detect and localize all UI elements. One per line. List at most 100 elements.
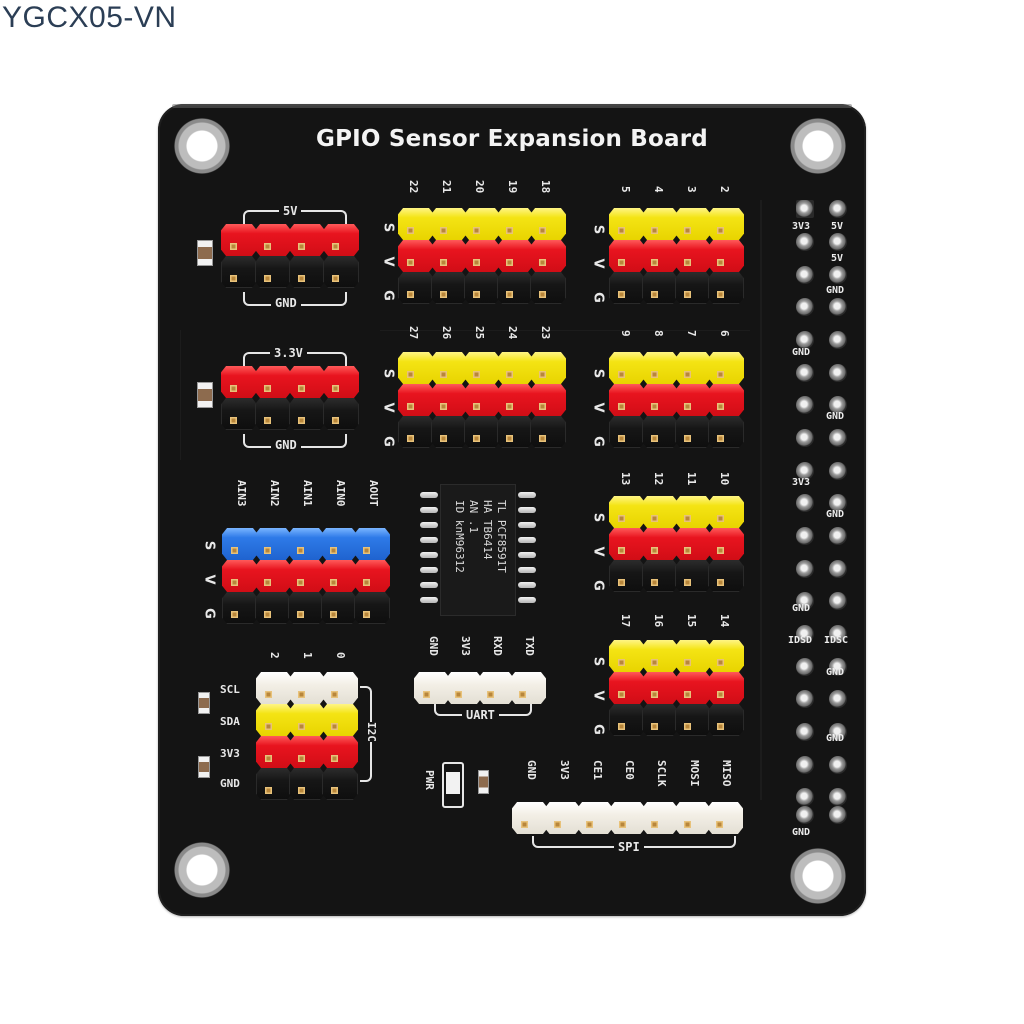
pin-gnd[interactable] — [609, 416, 645, 448]
pin-vcc[interactable] — [642, 672, 678, 704]
pin-sda[interactable] — [289, 704, 325, 736]
pin-vcc[interactable] — [497, 240, 533, 272]
gpio-hole[interactable] — [829, 592, 847, 610]
header-9-6[interactable] — [609, 352, 744, 448]
pin-gnd[interactable] — [256, 768, 292, 800]
pin-gnd[interactable] — [708, 416, 744, 448]
pin-gnd[interactable] — [222, 592, 258, 624]
pin-gnd[interactable] — [642, 560, 678, 592]
pin-signal[interactable] — [609, 496, 645, 528]
pin-signal[interactable] — [708, 640, 744, 672]
pin-vcc[interactable] — [708, 672, 744, 704]
pin-3v3[interactable] — [289, 736, 325, 768]
gpio-hole[interactable] — [829, 429, 847, 447]
pin-uart-rxd[interactable] — [478, 672, 514, 704]
pin-signal[interactable] — [497, 352, 533, 384]
pin-signal[interactable] — [497, 208, 533, 240]
gpio-hole[interactable] — [796, 527, 814, 545]
pin-vcc[interactable] — [398, 240, 434, 272]
pin-gnd[interactable] — [609, 272, 645, 304]
gpio-hole[interactable] — [829, 298, 847, 316]
gpio-hole[interactable] — [829, 690, 847, 708]
gpio-hole[interactable] — [796, 723, 814, 741]
pin-gnd[interactable] — [354, 592, 390, 624]
pin-spi-ce0[interactable] — [609, 802, 646, 834]
pin-signal[interactable] — [708, 496, 744, 528]
header-5v[interactable] — [221, 224, 359, 288]
pin-5v[interactable] — [255, 224, 291, 256]
pin-gnd[interactable] — [321, 592, 357, 624]
pin-spi-mosi[interactable] — [674, 802, 711, 834]
gpio-hole[interactable] — [829, 266, 847, 284]
pin-sda[interactable] — [256, 704, 292, 736]
pin-vcc[interactable] — [609, 384, 645, 416]
pin-signal[interactable] — [530, 208, 566, 240]
pin-gnd[interactable] — [675, 560, 711, 592]
gpio-hole[interactable] — [796, 233, 814, 251]
pin-vcc[interactable] — [431, 384, 467, 416]
pin-vcc[interactable] — [321, 560, 357, 592]
pin-gnd[interactable] — [464, 272, 500, 304]
header-analog[interactable] — [222, 528, 390, 624]
pin-signal[interactable] — [642, 208, 678, 240]
gpio-hole[interactable] — [829, 364, 847, 382]
pin-gnd[interactable] — [708, 704, 744, 736]
pin-scl[interactable] — [256, 672, 292, 704]
pin-signal[interactable] — [609, 208, 645, 240]
pin-vcc[interactable] — [708, 528, 744, 560]
pin-3v3[interactable] — [255, 366, 291, 398]
pin-gnd[interactable] — [530, 272, 566, 304]
pin-signal[interactable] — [464, 208, 500, 240]
gpio-hole[interactable] — [829, 494, 847, 512]
pin-scl[interactable] — [289, 672, 325, 704]
header-27-23[interactable] — [398, 352, 566, 448]
header-uart[interactable] — [414, 672, 546, 704]
gpio-hole[interactable] — [829, 788, 847, 806]
pin-vcc[interactable] — [642, 240, 678, 272]
pin-gnd[interactable] — [642, 416, 678, 448]
pin-analog[interactable] — [222, 528, 258, 560]
pin-5v[interactable] — [323, 224, 359, 256]
pin-gnd[interactable] — [609, 704, 645, 736]
pin-signal[interactable] — [398, 208, 434, 240]
pin-gnd[interactable] — [675, 272, 711, 304]
pin-vcc[interactable] — [609, 528, 645, 560]
pin-vcc[interactable] — [530, 240, 566, 272]
pin-signal[interactable] — [708, 208, 744, 240]
gpio-hole[interactable] — [829, 527, 847, 545]
gpio-hole[interactable] — [829, 233, 847, 251]
pin-analog[interactable] — [354, 528, 390, 560]
pin-gnd[interactable] — [530, 416, 566, 448]
gpio-hole[interactable] — [829, 756, 847, 774]
pin-spi-3v3[interactable] — [544, 802, 581, 834]
pin-vcc[interactable] — [288, 560, 324, 592]
pin-vcc[interactable] — [255, 560, 291, 592]
pin-vcc[interactable] — [708, 384, 744, 416]
pin-vcc[interactable] — [530, 384, 566, 416]
pin-gnd[interactable] — [322, 768, 358, 800]
gpio-hole[interactable] — [829, 560, 847, 578]
gpio-hole[interactable] — [796, 494, 814, 512]
pin-vcc[interactable] — [609, 672, 645, 704]
gpio-hole[interactable] — [796, 806, 814, 824]
pin-gnd[interactable] — [288, 592, 324, 624]
pin-3v3[interactable] — [289, 366, 325, 398]
gpio-hole[interactable] — [829, 462, 847, 480]
gpio-hole[interactable] — [829, 331, 847, 349]
pin-spi-ce1[interactable] — [577, 802, 613, 834]
pin-gnd[interactable] — [431, 416, 467, 448]
pin-vcc[interactable] — [609, 240, 645, 272]
pin-gnd[interactable] — [323, 256, 359, 288]
pin-uart-3v3[interactable] — [446, 672, 482, 704]
pin-signal[interactable] — [675, 496, 711, 528]
gpio-hole[interactable] — [796, 462, 814, 480]
pin-spi-miso[interactable] — [707, 802, 743, 834]
gpio-hole[interactable] — [796, 364, 814, 382]
gpio-hole[interactable] — [796, 200, 814, 218]
pin-gnd[interactable] — [675, 416, 711, 448]
pin-uart-gnd[interactable] — [414, 672, 450, 704]
header-17-14[interactable] — [609, 640, 744, 736]
pin-gnd[interactable] — [289, 768, 325, 800]
header-5-2[interactable] — [609, 208, 744, 304]
header-spi[interactable] — [512, 802, 743, 834]
